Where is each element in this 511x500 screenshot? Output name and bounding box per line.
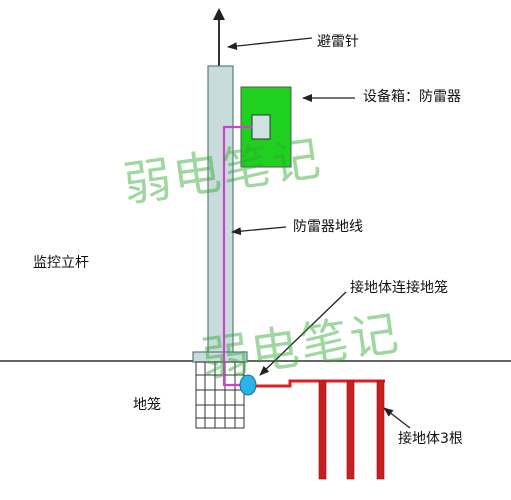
grounding-link-wire	[256, 379, 385, 388]
label-equipment-box: 设备箱：防雷器	[363, 89, 461, 105]
surge-ground-wire	[222, 125, 252, 387]
arrow-surge-ground-wire	[231, 226, 287, 236]
ground-rod-3	[376, 380, 385, 480]
label-ground-cage: 地笼	[133, 397, 161, 413]
label-grounding-link: 接地体连接地笼	[350, 280, 448, 296]
label-monitoring-pole: 监控立杆	[33, 255, 89, 271]
arrow-lightning-rod	[227, 37, 313, 51]
surge-protector-unit	[251, 114, 271, 140]
arrow-ground-rods	[383, 407, 411, 429]
label-lightning-rod: 避雷针	[317, 34, 359, 50]
lightning-rod-tip	[213, 8, 225, 20]
ground-rod-2	[346, 380, 355, 480]
label-ground-rods: 接地体3根	[398, 431, 463, 447]
ground-rods	[318, 380, 385, 480]
ground-rod-1	[318, 380, 327, 480]
arrow-grounding-link	[259, 291, 347, 376]
ground-cage	[195, 361, 245, 429]
monitoring-pole	[207, 65, 234, 354]
label-surge-ground-wire: 防雷器地线	[293, 219, 363, 235]
